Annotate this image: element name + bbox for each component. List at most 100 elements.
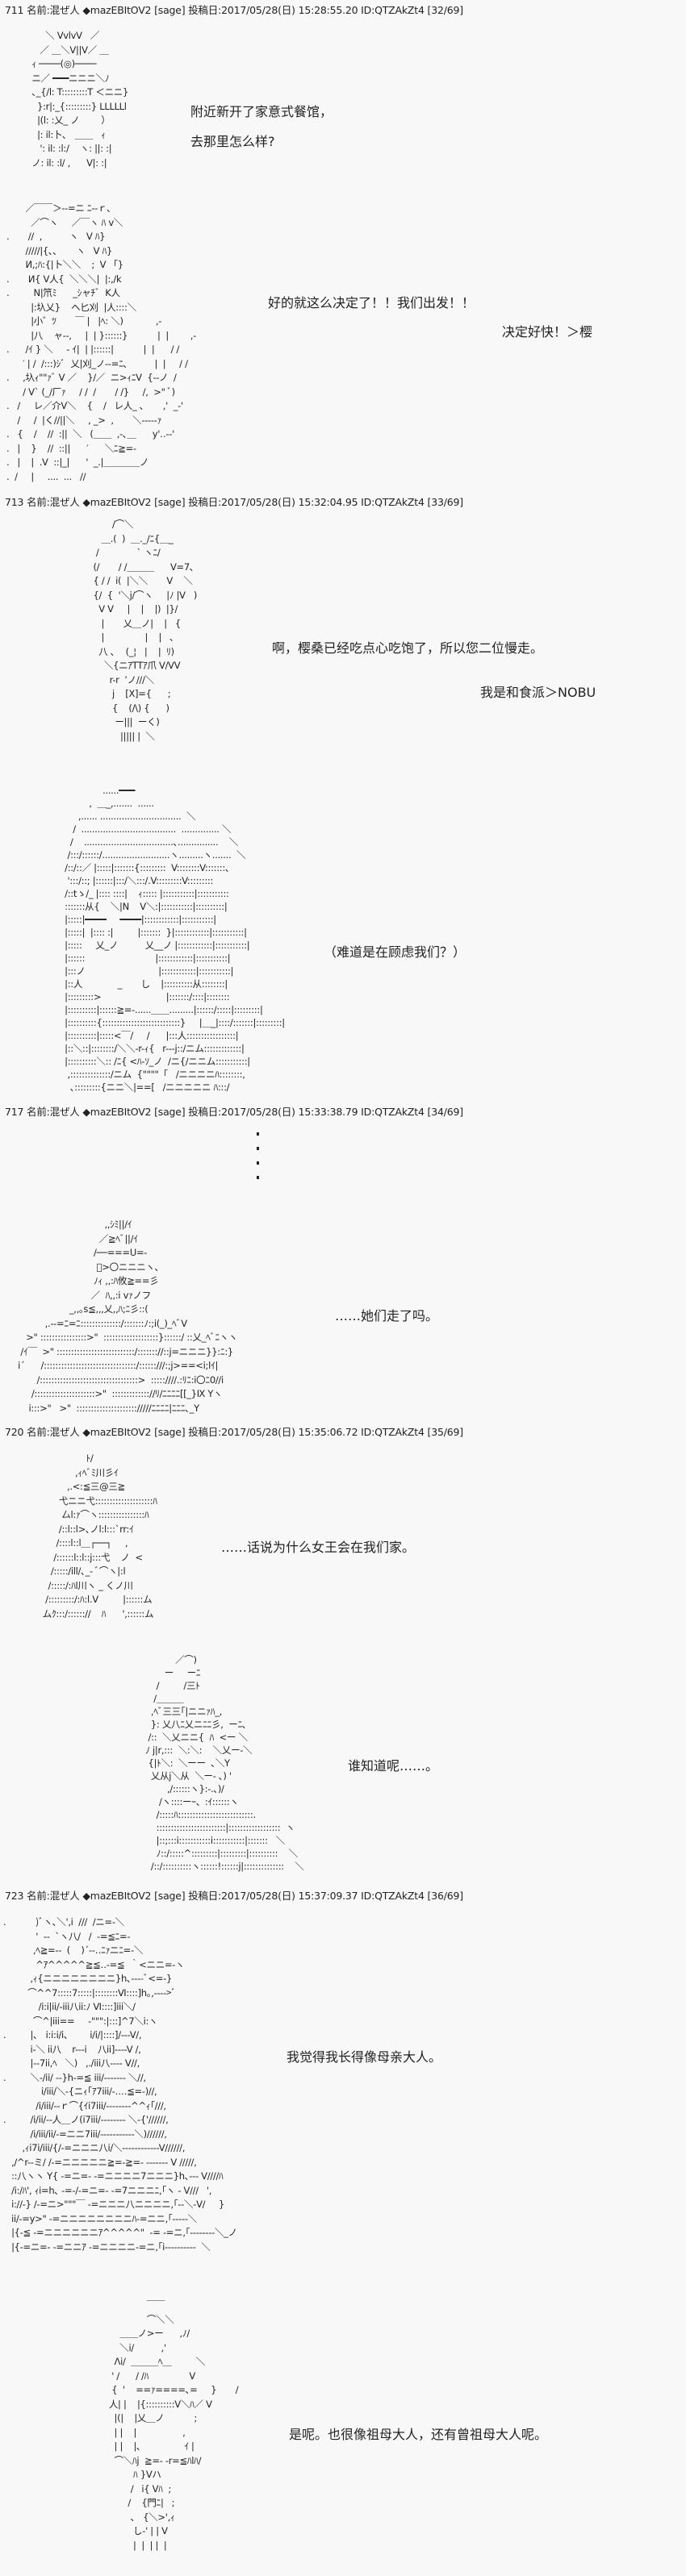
dialogue-line: 附近新开了家意式餐馆，: [190, 104, 333, 119]
ascii-art-line: ｨ ────(◎)────: [29, 58, 97, 69]
ascii-art-line: ﾊ }Vハ: [87, 2469, 161, 2480]
ascii-art-line: ::八ヽヽ Y{ -=ニ=- -=ニニニニ7ニニニ}h､--- V////ﾊ: [3, 2170, 224, 2182]
ascii-art-line: ￣￣: [87, 2299, 165, 2311]
ascii-art-line: ／⌒ヽ ／￣ヽ ﾊ v＼: [6, 216, 123, 228]
ascii-art-line: { / / i( |＼＼ V ＼: [74, 575, 193, 586]
dialogue-line: 是呢。也很像祖母大人，还有曾祖母大人呢。: [289, 2427, 548, 2442]
ascii-art-line: ,ｨi7i/iii/{/-=ニニニ八i/＼------------V//////…: [3, 2142, 186, 2153]
ascii-art-line: ﾞ>〇ニニニヽ､: [10, 1261, 160, 1273]
ascii-art-line: . ,圦ｨ""ｧﾞ V ／ }/／ ニ>ｨﾆV {--ノ /: [6, 372, 177, 383]
ascii-art-line: /:::::ﾊ::::::::::::::::::::::::::.: [121, 1809, 257, 1820]
ascii-art-line: |(l: :乂_ ノ ）: [29, 115, 111, 126]
ascii-art-line: ﾄ/: [29, 1453, 94, 1464]
ascii-art-line: |: il:卜､ ＿＿ ｨ: [29, 128, 106, 140]
ascii-art-line: /i:/ﾊ', ｨi=h､ -=-/-=ニ=- -=7ニニニﾆ,｢ヽ - V//…: [3, 2184, 212, 2196]
ascii-art-line: . /i/ii/--人＿ノ(i7iii/-------- ＼-{'//////,: [3, 2114, 169, 2125]
ascii-art-line: ､_{/l: T:::::::::T ＜ニニ}: [29, 86, 129, 98]
ascii-art-line: :::::::从{ ＼|N V＼:|:::::::::::|::::::::::…: [48, 901, 228, 912]
dialogue-line: 决定好快！＞樱: [502, 324, 593, 340]
ascii-art-line: ノ: il: :l/ , V|: :|: [29, 156, 107, 169]
ascii-art-line: ' / / /ﾊ V: [87, 2370, 195, 2382]
post-header-711: 711 名前:混ぜ人 ◆mazEBItOV2 [sage] 投稿日:2017/0…: [5, 4, 463, 16]
ascii-art-line: |::::::::::＼:: /ﾆ{ <ﾊ-ｿ_ノ /ニ{/ニニム:::::::…: [48, 1056, 250, 1067]
ascii-art-line: . И{ V人{ ＼＼＼| |:,/k: [6, 273, 122, 285]
ascii-art-line: ⌒^|iii== -""":|:::]^7＼i:ヽ: [3, 2015, 158, 2027]
ascii-art-line: ､:::::::::{ニニ＼|==[ /ニニニニニ ﾊ:::/: [48, 1082, 230, 1093]
ascii-art-line: ー||| ーく): [74, 716, 160, 727]
ascii-art-line: ': il: :l:/ ヽ: ||: :|: [29, 143, 112, 154]
ascii-art-line: |::;:::i:::::::::::i:::::::::::|::::::: …: [121, 1835, 286, 1846]
ascii-art-line: ,ﾍﾞ三三｢|ニニｧﾊ_,: [121, 1706, 222, 1717]
ascii-art-line: |:::::|━━━━ ━━━━|::::::::::::|::::::::::…: [48, 914, 216, 925]
ascii-art-line: ／￣￣＞--=ニ ﾆ--ｒ､: [6, 202, 111, 214]
ascii-art-line: ＿.( ) ＿._/ﾆ{＿_: [74, 532, 174, 544]
dialogue-line: 好的就这么决定了！！我们出发！！: [268, 295, 475, 311]
ascii-art-line: / / |く//||＼ , _> , ＼-----ｧ: [6, 414, 162, 426]
ascii-art-line: |::＼::|::::::::/＼＼-r-ｨ{ r---j::/ニム::::::…: [48, 1043, 245, 1054]
scene-break-dots: [257, 1132, 260, 1190]
ascii-art-line: ,.<:≦三@三≧: [29, 1481, 125, 1492]
ascii-art-line: ､ {＼>',ｨ: [87, 2511, 175, 2523]
ascii-art-line: |:::::: |::::::::::::|:::::::::::|: [48, 952, 231, 964]
ascii-art-line: ^ｱ^^^^^≧≦‥-=≦ ｀<ニニ=-ヽ: [3, 1958, 185, 1970]
dialogue-line: 啊，樱桑已经吃点心吃饱了，所以您二位慢走。: [272, 640, 544, 656]
ascii-art-line: /::tゝ/_ |:::: ::::| ｨ::::: |:::::::::::|…: [48, 888, 229, 899]
ascii-art-line: /i:i|ii/-iii八ii:ﾉ Ⅵ::::]iii＼/: [3, 2001, 136, 2012]
ascii-art-6: ﾄ/ ,ｨﾍﾞﾐ川彡ｲ ,.<:≦三@三≧ 弋ニニ弋::::::::::::::…: [29, 1452, 157, 1621]
ascii-art-line: /:::::/ill/､_- ﾞ⌒ヽ|:l: [29, 1565, 126, 1577]
dialogue-line: （难道是在顾虑我们？）: [324, 944, 466, 960]
ascii-art-line: { (/\) { ): [74, 702, 169, 714]
ascii-art-line: |:圦乂} ヘ匕刈 |人::::＼: [6, 301, 136, 313]
ascii-art-line: /::/::::::::::ヽ::::::!::::::j|::::::::::…: [121, 1861, 304, 1872]
ascii-art-line: / V` (_/厂ｧ / / / / /} /, >" ﾞ): [6, 386, 175, 398]
ascii-art-line: ﾉｨ ,,:ﾊ攸≧==彡: [10, 1275, 159, 1286]
ascii-art-line: ／ ﾊ,,:i vｧノフ: [10, 1289, 152, 1301]
ascii-art-line: ⌒^^7:::::7:::::|::::::::Ⅵ::::]h｡,---->ﾞ: [3, 1986, 176, 1999]
ascii-art-line: ':::/::; |::::::|:::/＼:::/.V:::::::::V::…: [48, 875, 214, 886]
ascii-art-line: j [X]={ ;: [74, 688, 171, 699]
ascii-art-line: /:::/::::::/.........................ヽ..…: [48, 849, 246, 861]
ascii-art-line: ,::::::::::::::/ニム {""""「 /ニニニニﾊ::::::::…: [48, 1069, 245, 1080]
ascii-art-line: 弋ニニ弋::::::::::::::::::::ﾊ: [29, 1494, 157, 1507]
ascii-art-line: ,ｨﾍﾞﾐ川彡ｲ: [29, 1466, 119, 1478]
ascii-art-line: }:r|:_{:::::::::} LLLLLl: [29, 100, 127, 112]
ascii-art-line: |{-≦ -=ニニニニニニｱ^^^^^" -= -=ニ,｢--------＼_ノ: [3, 2227, 237, 2238]
ascii-art-line: /:::::::::/:ﾊ:l.V |::::::ム: [29, 1594, 153, 1605]
ascii-art-line: 厶l:ｧ⌒ヽ::::::::::::::::ﾊ: [29, 1509, 149, 1520]
ascii-art-line: . // , ヽ V ﾊ}: [6, 231, 106, 242]
ascii-art-line: /////|{､､ ヽ V ﾊ}: [6, 244, 112, 256]
post-header-723: 723 名前:混ぜ人 ◆mazEBItOV2 [sage] 投稿日:2017/0…: [5, 1890, 463, 1902]
ascii-art-line: し-' | | V: [87, 2525, 168, 2536]
ascii-art-line: _,,｡s≦,,,乂,,ﾊ;ﾆ彡::(: [10, 1303, 148, 1315]
ascii-art-line: V V | | |) |}/: [74, 603, 178, 615]
ascii-art-line: /＿＿＿: [121, 1693, 184, 1704]
ascii-art-line: |::人 _ し |::::::::::从::::::::|: [48, 978, 228, 990]
ascii-art-line: . N|笊ﾐ _ｼャﾁﾞ K人: [6, 287, 120, 298]
ascii-art-line: 乂从j＼从 ＼ー- ､) ': [121, 1770, 232, 1782]
ascii-art-line: i://-} /-=ニ>"""￣ -=ニニニ八ニニニニ,｢--＼-V/ }: [3, 2199, 225, 2210]
ascii-art-line: | | |､ ｲ |: [87, 2441, 195, 2452]
ascii-art-line: ||||| | ＼: [74, 730, 155, 742]
dialogue-line: 我是和食派＞NOBU: [480, 685, 596, 700]
ascii-art-line: i-＼ ii八 r---i 八ii]----V /,: [3, 2043, 141, 2055]
ascii-art-line: {|ﾄ＼: ＼ーー ､＼Y: [121, 1757, 231, 1769]
ascii-art-line: ,,ｼﾐ||/ｲ: [10, 1219, 132, 1230]
ascii-art-line: | | | ､: [74, 631, 174, 643]
ascii-art-line: . { / // :|| ＼ (＿＿ ,-､＿ y'‥-‐': [6, 428, 175, 440]
ascii-art-line: |::::: 乂_ノ 乂__ノ |::::::::::::|::::::::::…: [48, 940, 250, 951]
ascii-art-line: | | | ,: [87, 2426, 186, 2438]
ascii-art-line: / ` ヽﾆ/: [74, 547, 161, 558]
ascii-art-line: /::/::／ |:::::|:::::::{::::::::: V::::::…: [48, 862, 230, 873]
ascii-art-line: ⌒＼ﾊj ≧=- -r=≦ﾊlﾊ/: [87, 2454, 202, 2466]
ascii-art-line: ⌒＼＼: [87, 2313, 174, 2325]
ascii-art-line: /ヽ::::ーｰ、:ｲ::::::ヽ: [121, 1796, 239, 1807]
ascii-art-line: И,;ﾊ:{|卜＼＼ ; V 「}: [6, 259, 123, 270]
ascii-art-line: /::::::::::::::::::::::::::::::::::> :::…: [10, 1373, 224, 1386]
ascii-art-line: |小゛ﾂ ￣ | |ﾍ: ＼) ,-: [6, 315, 162, 327]
ascii-art-line: ,ﾍ≧=-- ( )´--‥ﾆｧニﾆ=-＼: [3, 1945, 144, 1956]
ascii-art-line: /::l::l>､ノl:l:::`rr:ｲ: [29, 1523, 134, 1535]
ascii-art-line: i´ /::::::::::::::::::::::::::::::::/:::…: [10, 1360, 219, 1371]
ascii-art-line: /::::::l::l::j:::弋 ノ <: [29, 1551, 143, 1563]
ascii-art-line: . | | .V ::|_| ' _.|＿＿＿＿ノ: [6, 456, 149, 468]
ascii-art-line: ＼{ニｱTTｱ爪 V/VV: [74, 660, 181, 671]
